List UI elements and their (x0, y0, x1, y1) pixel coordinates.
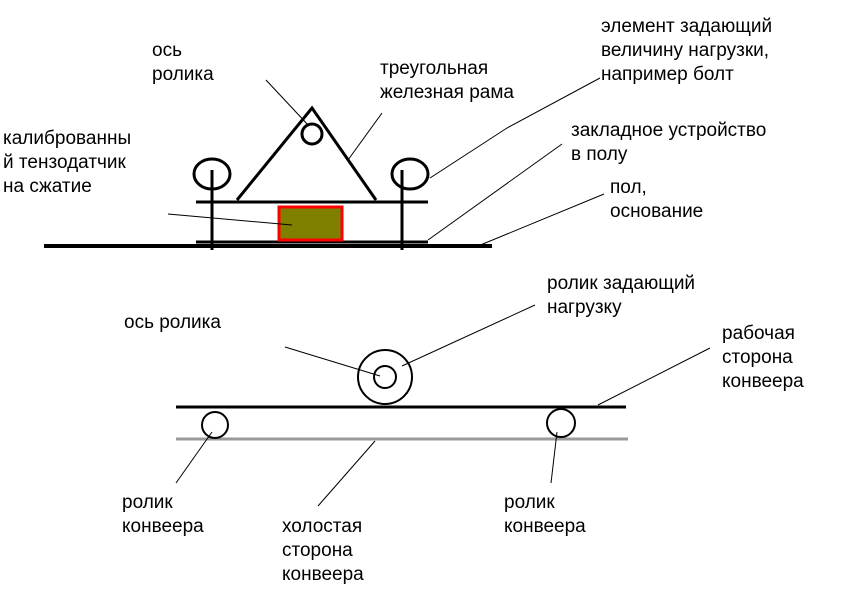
bottom-leader-lines (175, 304, 711, 507)
floor-label: пол, основание (610, 176, 703, 224)
load-roller-outer (357, 349, 413, 405)
right-roller-label-line-1: ролик (504, 492, 555, 513)
embedded-device-label-line-1: закладное устройство (571, 120, 767, 141)
left-roller-label-line-2: конвеера (122, 516, 204, 537)
top-rig (44, 105, 492, 250)
sensor-label-line-3: на сжатие (3, 176, 92, 197)
working-side-label-line-2: сторона (722, 347, 793, 368)
leader-left-roller (175, 431, 213, 484)
top-axis-label-line-2: ролика (152, 64, 214, 85)
load-element-label-line-2: величину нагрузки, (601, 40, 770, 61)
left-roller-label-line-1: ролик (122, 492, 173, 513)
leader-floor (477, 193, 605, 247)
bottom-axis-label: ось ролика (124, 311, 221, 335)
triangular-frame (235, 105, 378, 201)
floor-label-line-2: основание (610, 201, 704, 222)
load-element-label-line-3: например болт (601, 64, 734, 85)
embedded-device-label: закладное устройство в полу (571, 119, 766, 167)
leader-bottom-axis (284, 346, 381, 377)
working-side-label-line-1: рабочая (722, 323, 795, 344)
idle-side-label-line-1: холостая (282, 516, 363, 537)
leader-load-roller (401, 304, 536, 367)
top-leader-lines (167, 77, 605, 247)
left-conveyor-roller (201, 411, 229, 439)
top-axis-label: ось ролика (152, 39, 214, 87)
floor-label-line-1: пол, (610, 177, 647, 198)
sensor-label-line-2: й тензодатчик (3, 152, 126, 173)
load-element-label-line-1: элемент задающий (601, 16, 773, 37)
leader-working-side (597, 347, 711, 406)
bottom-axis-label-text: ось ролика (124, 312, 221, 333)
leader-embedded (427, 143, 563, 241)
leader-idle-side (317, 440, 376, 507)
sensor-label: калиброванны й тензодатчик на сжатие (3, 127, 131, 199)
leader-sensor (167, 213, 293, 226)
idle-side-label-line-2: сторона (282, 540, 353, 561)
right-roller-label-line-2: конвеера (504, 516, 586, 537)
right-bolt-ring (390, 157, 430, 191)
conveyor (176, 349, 628, 441)
embedded-device-label-line-2: в полу (571, 144, 628, 165)
leader-right-roller (550, 431, 558, 484)
load-element-label: элемент задающий величину нагрузки, напр… (601, 15, 772, 87)
leader-frame (347, 112, 383, 161)
idle-side-label-line-3: конвеера (282, 564, 364, 585)
load-cell-sensor (277, 205, 344, 242)
frame-label-line-2: железная рама (380, 82, 514, 103)
load-roller-label-line-1: ролик задающий (547, 273, 696, 294)
load-roller-label-line-2: нагрузку (547, 297, 622, 318)
frame-label: треугольная железная рама (380, 57, 514, 105)
leader-load-element (429, 77, 601, 179)
working-side-label-line-3: конвеера (722, 371, 804, 392)
right-conveyor-roller (546, 408, 576, 438)
frame-label-line-1: треугольная (380, 58, 489, 79)
frame-roller-axis-icon (300, 122, 324, 146)
leader-axis (265, 79, 310, 127)
top-axis-label-line-1: ось (152, 40, 182, 61)
load-roller-label: ролик задающий нагрузку (547, 272, 695, 320)
idle-side-label: холостая сторона конвеера (282, 515, 364, 587)
sensor-label-line-1: калиброванны (3, 128, 132, 149)
right-roller-label: ролик конвеера (504, 491, 586, 539)
load-roller-axis-icon (373, 365, 397, 389)
left-roller-label: ролик конвеера (122, 491, 204, 539)
working-side-label: рабочая сторона конвеера (722, 322, 804, 394)
